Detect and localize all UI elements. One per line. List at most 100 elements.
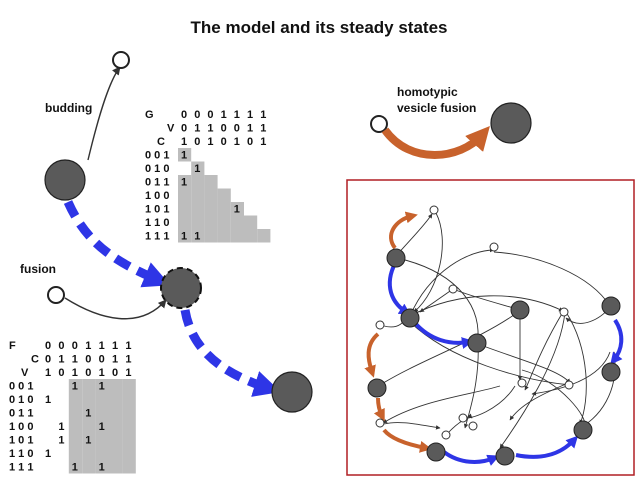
table-row-label: 1 1 0 <box>9 448 33 460</box>
table-row-label: 0 1 1 <box>9 408 33 420</box>
table-cell-shade <box>244 215 258 229</box>
table-header-value: 0 <box>99 354 105 366</box>
table-header-value: 1 <box>260 136 266 148</box>
table-header-value: 1 <box>45 367 51 379</box>
table-header-label: C <box>157 136 165 148</box>
fusion-vesicle <box>47 286 65 304</box>
table-row-label: 1 0 1 <box>9 435 33 447</box>
table-cell-shade <box>95 392 109 406</box>
table-cell-shade <box>191 188 205 202</box>
table-header-value: 1 <box>112 354 118 366</box>
table-cell-shade <box>122 433 136 447</box>
network-node <box>573 420 593 440</box>
homotypic-label-line2: vesicle fusion <box>397 101 477 115</box>
table-cell-shade <box>82 460 96 474</box>
table-row-label: 1 0 1 <box>145 204 169 216</box>
network-edge <box>409 321 571 387</box>
network-vesicle <box>375 418 385 428</box>
table-corner-label: F <box>9 340 16 352</box>
network-node <box>386 248 406 268</box>
table-header-value: 0 <box>45 354 51 366</box>
table-header-value: 1 <box>112 340 118 352</box>
table-cell-shade <box>217 215 231 229</box>
network-edge <box>409 247 495 317</box>
table-cell-shade <box>217 202 231 216</box>
network-edge <box>531 351 611 396</box>
table-cell-value: 1 <box>181 177 187 189</box>
table-header-value: 0 <box>221 123 227 135</box>
table-corner-label: G <box>145 109 154 121</box>
table-header-value: 0 <box>72 340 78 352</box>
table-cell-shade <box>217 188 231 202</box>
network-orange-flow <box>364 332 380 378</box>
table-header-value: 0 <box>58 340 64 352</box>
table-cell-shade <box>109 433 123 447</box>
table-cell-value: 1 <box>72 381 78 393</box>
network-edge <box>452 288 518 311</box>
table-header-value: 1 <box>207 136 213 148</box>
table-cell-value: 1 <box>85 408 91 420</box>
table-cell-shade <box>178 175 192 189</box>
network-blue-flow <box>610 318 624 365</box>
table-cell-shade <box>95 419 109 433</box>
steady-state-frame <box>346 179 635 476</box>
table-row-label: 0 1 0 <box>9 394 33 406</box>
table-cell-value: 1 <box>99 421 105 433</box>
table-cell-shade <box>178 202 192 216</box>
table-cell-shade <box>95 379 109 393</box>
table-cell-value: 1 <box>45 448 51 460</box>
budding-vesicle <box>112 51 130 69</box>
blue-flow-2 <box>180 309 281 397</box>
table-cell-value: 1 <box>58 421 64 433</box>
table-cell-shade <box>68 419 83 433</box>
table-cell-shade <box>109 392 123 406</box>
network-vesicle <box>441 430 451 440</box>
network-blue-flow <box>515 435 579 459</box>
table-header-value: 0 <box>181 109 187 121</box>
table-cell-shade <box>178 229 192 243</box>
table-cell-shade <box>178 188 192 202</box>
table-header-value: 0 <box>85 354 91 366</box>
table-cell-value: 1 <box>194 163 200 175</box>
table-row-label: 1 0 0 <box>9 421 33 433</box>
network-vesicle <box>458 413 468 423</box>
network-compartments <box>367 248 621 466</box>
table-cell-shade <box>122 406 136 420</box>
fusion-label: fusion <box>20 262 56 276</box>
table-cell-shade <box>230 202 244 216</box>
table-row-label: 1 0 0 <box>145 190 169 202</box>
source-compartment <box>44 159 86 201</box>
table-header-value: 1 <box>125 367 131 379</box>
network-edge <box>509 383 567 421</box>
network-edge <box>409 295 564 317</box>
table-cell-shade <box>109 379 123 393</box>
table-cell-shade <box>191 229 205 243</box>
table-header-value: 1 <box>72 367 78 379</box>
table-cell-shade <box>191 175 205 189</box>
table-cell-shade <box>109 460 123 474</box>
network-edge <box>524 311 564 391</box>
network-vesicle <box>429 205 439 215</box>
table-header-value: 0 <box>247 136 253 148</box>
table-header-value: 0 <box>58 367 64 379</box>
network-vesicle <box>468 421 478 431</box>
table-cell-shade <box>122 392 136 406</box>
table-row-label: 0 0 1 <box>9 381 33 393</box>
table-header-value: 1 <box>247 109 253 121</box>
network-node <box>601 362 621 382</box>
middle-compartment <box>160 267 202 309</box>
network-node <box>601 296 621 316</box>
network-blue-flow <box>413 321 474 349</box>
network-vesicle <box>517 378 527 388</box>
network-orange-flow <box>373 397 385 422</box>
table-cell-shade <box>191 202 205 216</box>
network-node <box>467 333 487 353</box>
table-row-label: 1 1 1 <box>9 462 33 474</box>
table-header-value: 1 <box>247 123 253 135</box>
table-cell-shade <box>122 460 136 474</box>
table-cell-shade <box>82 392 96 406</box>
network-edge <box>463 339 479 429</box>
table-cell-shade <box>191 215 205 229</box>
network-node <box>367 378 387 398</box>
